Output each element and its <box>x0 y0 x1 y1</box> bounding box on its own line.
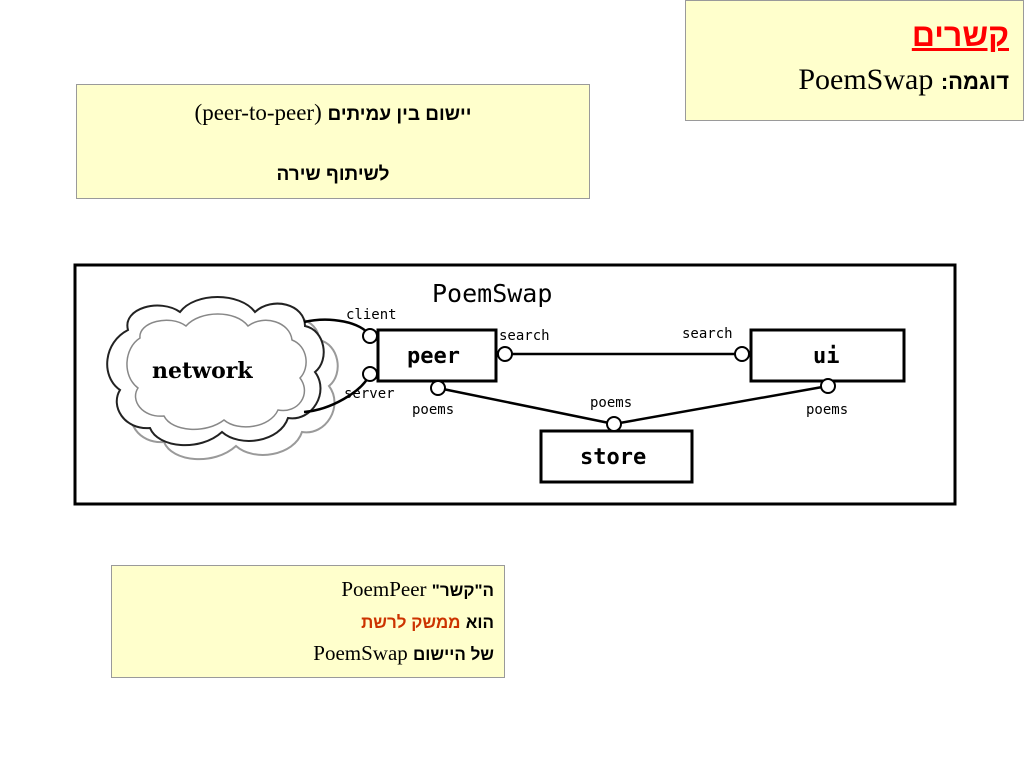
note-connector-word: ה"קשר" <box>431 581 494 600</box>
peer-store-link <box>437 386 615 426</box>
ui-poems-label: poems <box>806 402 848 418</box>
note-line-2: הוא ממשק לרשת <box>112 606 494 638</box>
network-cloud: network <box>106 296 339 460</box>
description-box: יישום בין עמיתים (peer-to-peer) לשיתוף ש… <box>76 84 590 199</box>
note-line-3: של היישום PoemSwap <box>112 638 494 670</box>
peer-label: peer <box>407 344 460 369</box>
ui-search-port <box>734 346 750 362</box>
peer-search-label: search <box>499 328 550 344</box>
client-port-label: client <box>346 307 397 323</box>
diagram-title: PoemSwap <box>432 279 552 308</box>
note-highlight: ממשק לרשת <box>361 613 461 632</box>
store-poems-port <box>606 416 622 432</box>
ui-store-link <box>613 384 829 426</box>
description-line-1: יישום בין עמיתים (peer-to-peer) <box>77 97 589 131</box>
note-connector-name: PoemPeer <box>341 577 427 601</box>
store-poems-label: poems <box>590 395 632 411</box>
client-port <box>362 328 378 344</box>
description-line-2: לשיתוף שירה <box>77 157 589 191</box>
ui-component <box>749 328 906 383</box>
note-app-name: PoemSwap <box>313 641 408 665</box>
note-box: ה"קשר" PoemPeer הוא ממשק לרשת של היישום … <box>111 565 505 678</box>
server-port-label: server <box>344 386 395 402</box>
note-of-app: של היישום <box>413 645 494 664</box>
subtitle-label: דוגמה: <box>940 69 1009 94</box>
ui-label: ui <box>813 344 840 369</box>
note-is-word: הוא <box>465 613 494 632</box>
ui-search-label: search <box>682 326 733 342</box>
network-label: network <box>152 358 253 384</box>
peer-search-port <box>497 346 513 362</box>
description-paren: (peer-to-peer) <box>194 100 322 125</box>
slide-title: קשרים <box>911 17 1009 53</box>
description-hebrew: יישום בין עמיתים <box>327 104 472 125</box>
note-line-1: ה"קשר" PoemPeer <box>112 574 494 606</box>
subtitle-name: PoemSwap <box>798 63 934 96</box>
peer-poems-label: poems <box>412 402 454 418</box>
description-line-2-text: לשיתוף שירה <box>276 164 390 185</box>
peer-poems-port <box>430 380 446 396</box>
slide-subtitle: דוגמה: PoemSwap <box>686 63 1009 99</box>
server-port <box>362 366 378 382</box>
ui-poems-port <box>820 378 836 394</box>
store-label: store <box>580 445 646 470</box>
title-box: קשרים דוגמה: PoemSwap <box>685 0 1024 121</box>
